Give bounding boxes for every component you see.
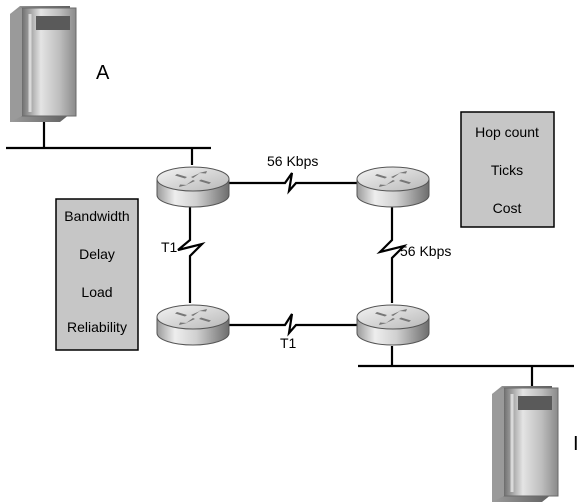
serial-link-left [177,206,206,303]
link-label-right: 56 Kbps [400,243,451,259]
serial-link-bottom [228,313,357,337]
serial-link-top [228,172,357,195]
link-label-top: 56 Kbps [267,153,318,169]
ethernet-segment-i [358,346,574,388]
metric-reliability: Reliability [67,319,127,335]
host-label-i: I [573,433,579,455]
host-label-a: A [96,62,110,84]
metric-delay: Delay [79,246,115,262]
ethernet-segment-a [6,122,211,165]
metrics-box-right: Hop count Ticks Cost [460,111,555,228]
metrics-box-left: Bandwidth Delay Load Reliability [55,198,139,351]
router-bottom-right [356,304,430,346]
router-top-left [156,166,230,208]
metric-bandwidth: Bandwidth [64,208,129,224]
metric-load: Load [81,284,112,300]
serial-link-right [376,206,408,303]
link-label-left: T1 [161,239,178,255]
router-top-right [356,166,430,208]
server-a-icon [8,4,78,124]
metric-hop-count: Hop count [475,124,539,140]
metric-ticks: Ticks [491,162,523,178]
link-label-bottom: T1 [280,335,297,351]
metric-cost: Cost [493,200,522,216]
router-bottom-left [156,304,230,346]
server-i-icon [490,384,560,503]
